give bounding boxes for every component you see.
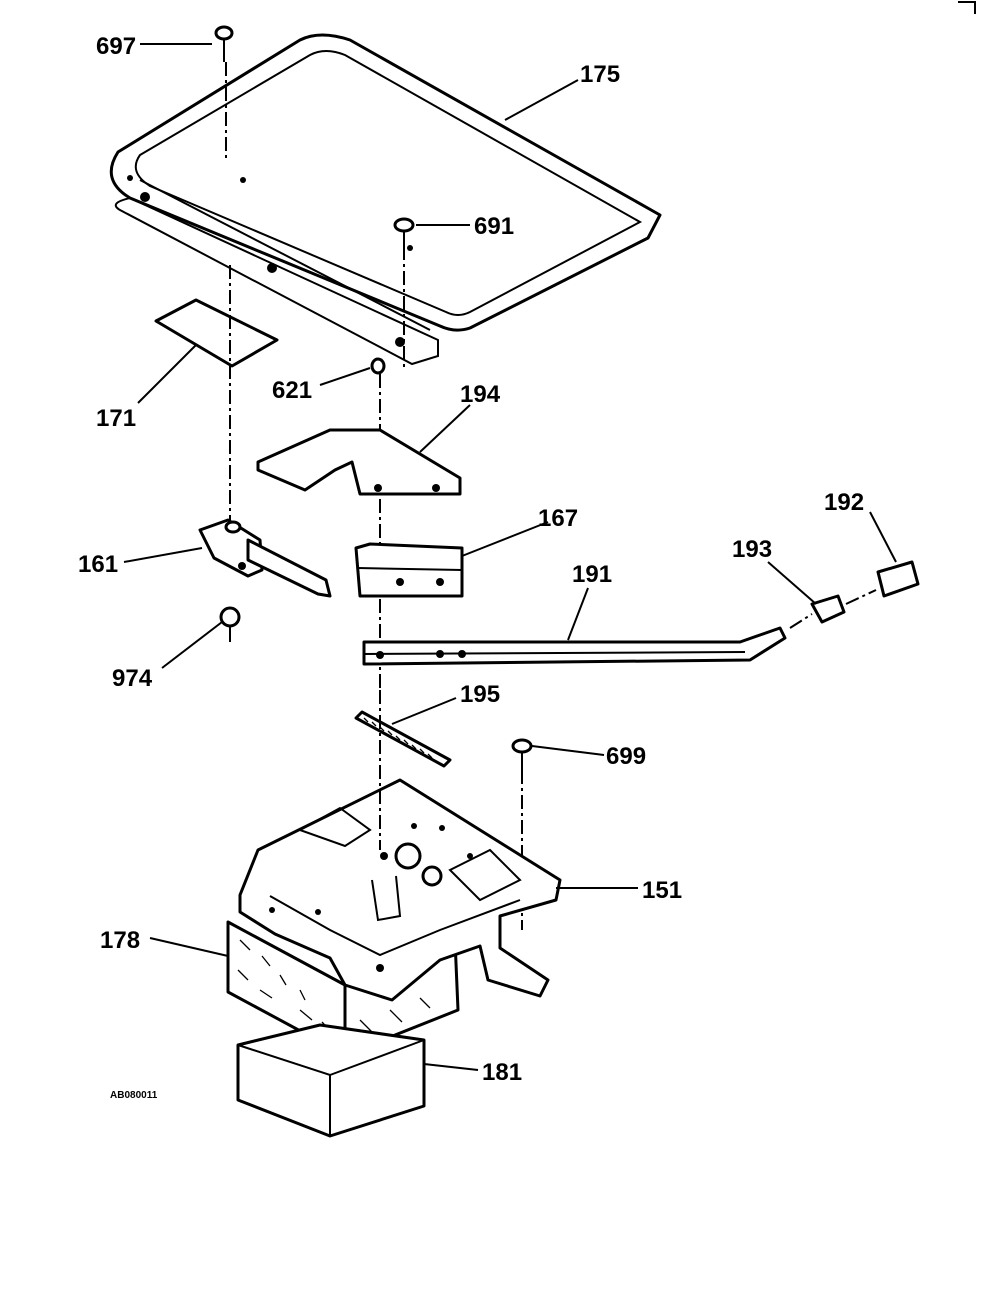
callout-621: 621 (272, 377, 312, 404)
part-194-bracket (256, 428, 462, 496)
part-193-clip (789, 594, 846, 629)
callout-171: 171 (96, 405, 136, 432)
callout-161: 161 (78, 551, 118, 578)
callout-194: 194 (460, 381, 501, 408)
callout-178: 178 (100, 927, 140, 954)
part-621-screw (370, 357, 386, 690)
corner-mark (958, 1, 976, 14)
callout-192: 192 (824, 489, 864, 516)
part-175-cover (109, 33, 662, 366)
callout-193: 193 (732, 536, 772, 563)
callout-181: 181 (482, 1059, 522, 1086)
part-974-nut (219, 606, 241, 642)
part-171-plate (154, 265, 279, 525)
leader-lines (123, 43, 897, 1071)
callout-151: 151 (642, 877, 682, 904)
callout-691: 691 (474, 213, 514, 240)
part-192-knob (845, 560, 920, 605)
callout-697: 697 (96, 33, 136, 60)
part-151-bracket-assembly (238, 778, 562, 1002)
callout-195: 195 (460, 681, 500, 708)
part-691-screw (393, 217, 415, 370)
callout-191: 191 (572, 561, 612, 588)
part-181-base-block (236, 1023, 426, 1138)
callout-974: 974 (112, 665, 153, 692)
part-697-screw (214, 25, 234, 160)
callout-167: 167 (538, 505, 578, 532)
part-161-switch (198, 518, 332, 598)
callout-175: 175 (580, 61, 620, 88)
callout-699: 699 (606, 743, 646, 770)
part-167-block (354, 542, 464, 598)
part-191-arm (362, 626, 787, 666)
drawing-code: AB080011 (110, 1090, 158, 1101)
